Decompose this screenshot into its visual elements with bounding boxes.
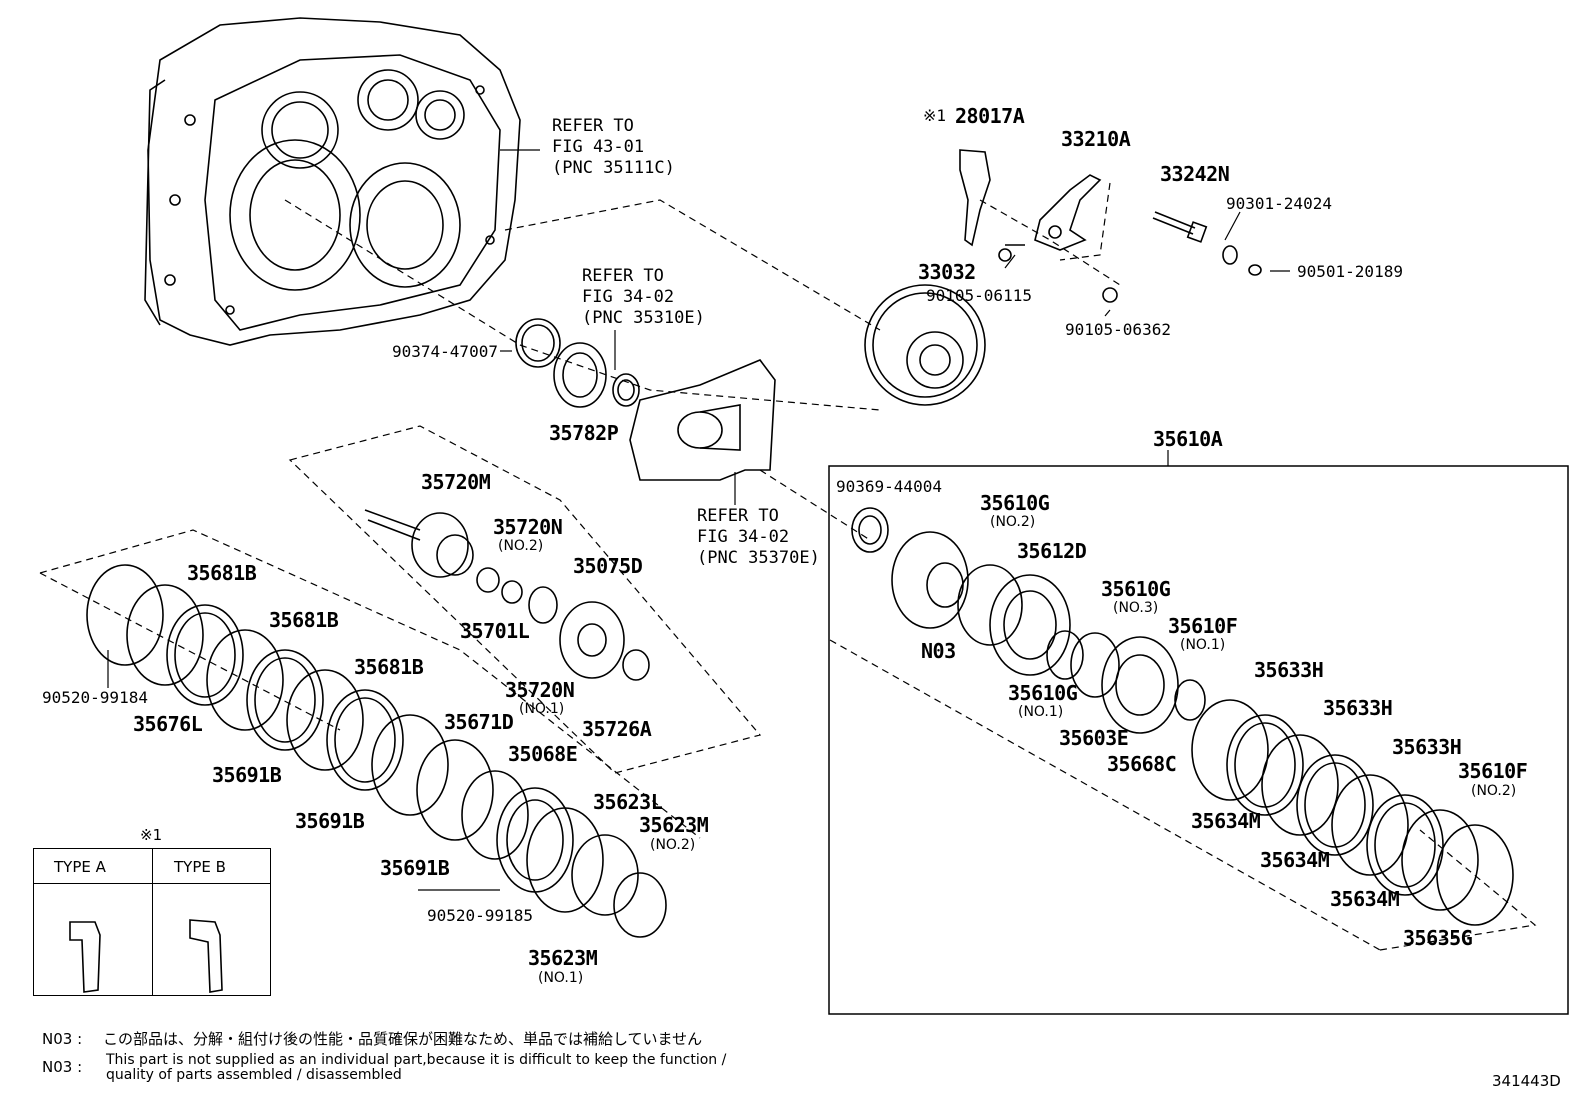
label-90501-20189[interactable]: 90501-20189 xyxy=(1297,262,1403,281)
label-35610G-no2[interactable]: 35610G xyxy=(980,491,1050,515)
label-90105-06115[interactable]: 90105-06115 xyxy=(926,286,1032,305)
refer-fig-34-02-35370E[interactable]: REFER TO FIG 34-02 (PNC 35370E) xyxy=(697,506,820,568)
sub-35610G-no3: (NO.3) xyxy=(1113,600,1159,616)
legend-divider xyxy=(152,849,153,995)
label-35633H-1[interactable]: 35633H xyxy=(1254,658,1324,682)
label-35635G[interactable]: 35635G xyxy=(1403,926,1473,950)
label-35634M-1[interactable]: 35634M xyxy=(1191,809,1261,833)
refer-fig-43-01[interactable]: REFER TO FIG 43-01 (PNC 35111C) xyxy=(552,116,675,178)
label-35610F-no1[interactable]: 35610F xyxy=(1168,614,1238,638)
refer-fig-34-02-35310E[interactable]: REFER TO FIG 34-02 (PNC 35310E) xyxy=(582,266,705,328)
legend-type-b: TYPE B xyxy=(174,858,226,876)
bolts xyxy=(998,244,1118,303)
label-35681B-3[interactable]: 35681B xyxy=(354,655,424,679)
label-33032[interactable]: 33032 xyxy=(918,260,976,284)
figure-id: 341443D xyxy=(1492,1072,1561,1090)
sub-35623M-no2: (NO.2) xyxy=(650,837,696,853)
label-35782P[interactable]: 35782P xyxy=(549,421,619,445)
label-35701L[interactable]: 35701L xyxy=(460,619,530,643)
assembly-lines xyxy=(39,182,1537,951)
label-35610G-no3[interactable]: 35610G xyxy=(1101,577,1171,601)
label-33210A[interactable]: 33210A xyxy=(1061,127,1131,151)
sub-35623M-no1: (NO.1) xyxy=(538,970,584,986)
label-35623L[interactable]: 35623L xyxy=(593,790,663,814)
note-text-jp: この部品は、分解・組付け後の性能・品質確保が困難なため、単品では補給していません xyxy=(103,1030,703,1048)
label-90520-99185[interactable]: 90520-99185 xyxy=(427,906,533,925)
legend-type-a: TYPE A xyxy=(54,858,106,876)
type-legend: TYPE A TYPE B xyxy=(33,848,271,996)
label-90105-06362[interactable]: 90105-06362 xyxy=(1065,320,1171,339)
label-35612D[interactable]: 35612D xyxy=(1017,539,1087,563)
legend-icons xyxy=(69,919,223,993)
gear-35075D xyxy=(559,601,650,681)
carrier-plate xyxy=(629,359,776,481)
legend-mark: ※1 xyxy=(140,826,163,844)
label-90301-24024[interactable]: 90301-24024 xyxy=(1226,194,1332,213)
label-35610A[interactable]: 35610A xyxy=(1153,427,1223,451)
assembly-box-35610A xyxy=(828,465,1569,1015)
label-90374-47007[interactable]: 90374-47007 xyxy=(392,342,498,361)
label-35634M-2[interactable]: 35634M xyxy=(1260,848,1330,872)
label-35623M-no1[interactable]: 35623M xyxy=(528,946,598,970)
planetary-gear-35720M xyxy=(364,509,558,624)
label-35633H-2[interactable]: 35633H xyxy=(1323,696,1393,720)
bearing-35782P xyxy=(553,342,640,408)
parking-lever-28017A xyxy=(959,149,991,247)
label-35676L[interactable]: 35676L xyxy=(133,712,203,736)
note-code-en: N03 : xyxy=(42,1058,83,1076)
label-35726A[interactable]: 35726A xyxy=(582,717,652,741)
gear-33032 xyxy=(864,284,986,406)
label-35634M-3[interactable]: 35634M xyxy=(1330,887,1400,911)
lever-33210A xyxy=(1034,174,1102,251)
label-35720N-no2[interactable]: 35720N xyxy=(493,515,563,539)
label-35068E[interactable]: 35068E xyxy=(508,742,578,766)
note-code-jp: N03 : xyxy=(42,1030,83,1048)
sub-35720N-no2: (NO.2) xyxy=(498,538,544,554)
label-35691B-1[interactable]: 35691B xyxy=(212,763,282,787)
label-35681B-2[interactable]: 35681B xyxy=(269,608,339,632)
label-28017A[interactable]: 28017A xyxy=(955,104,1025,128)
label-35075D[interactable]: 35075D xyxy=(573,554,643,578)
sub-35720N-no1: (NO.1) xyxy=(519,701,565,717)
label-35610F-no2[interactable]: 35610F xyxy=(1458,759,1528,783)
sub-35610F-no2: (NO.2) xyxy=(1471,783,1517,799)
sub-35610G-no1: (NO.1) xyxy=(1018,704,1064,720)
sub-35610G-no2: (NO.2) xyxy=(990,514,1036,530)
label-35691B-2[interactable]: 35691B xyxy=(295,809,365,833)
label-90520-99184[interactable]: 90520-99184 xyxy=(42,688,148,707)
label-35691B-3[interactable]: 35691B xyxy=(380,856,450,880)
seal-90374-47007 xyxy=(515,318,561,368)
label-35720M[interactable]: 35720M xyxy=(421,470,491,494)
label-N03[interactable]: N03 xyxy=(921,639,956,663)
label-35720N-no1[interactable]: 35720N xyxy=(505,678,575,702)
label-90369-44004[interactable]: 90369-44004 xyxy=(836,477,942,496)
shaft-33242N xyxy=(1152,211,1262,276)
label-35671D[interactable]: 35671D xyxy=(444,710,514,734)
leader-lines xyxy=(107,149,1290,891)
label-35623M-no2[interactable]: 35623M xyxy=(639,813,709,837)
note-text-en: This part is not supplied as an individu… xyxy=(106,1052,727,1083)
label-35610G-no1[interactable]: 35610G xyxy=(1008,681,1078,705)
clutch-pack-left xyxy=(86,564,667,938)
clutch-pack-right xyxy=(851,507,1514,926)
label-35603E[interactable]: 35603E xyxy=(1059,726,1129,750)
mark-28017A: ※1 xyxy=(923,106,947,125)
label-33242N[interactable]: 33242N xyxy=(1160,162,1230,186)
label-35668C[interactable]: 35668C xyxy=(1107,752,1177,776)
label-35633H-3[interactable]: 35633H xyxy=(1392,735,1462,759)
label-35681B-1[interactable]: 35681B xyxy=(187,561,257,585)
sub-35610F-no1: (NO.1) xyxy=(1180,637,1226,653)
transmission-case xyxy=(144,17,521,346)
